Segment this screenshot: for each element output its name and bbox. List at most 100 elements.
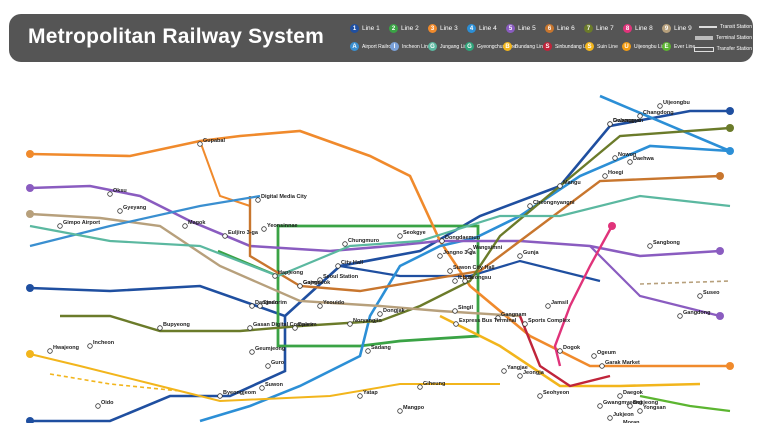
transfer-station-marker[interactable] [607,415,613,421]
line-6-terminal-badge [716,172,724,180]
transfer-station-marker[interactable] [617,393,623,399]
transfer-station-marker[interactable] [637,408,643,414]
transfer-station-marker[interactable] [87,343,93,349]
transfer-station-marker[interactable] [317,277,323,283]
transfer-station-marker[interactable] [222,233,228,239]
transfer-station-marker[interactable] [397,233,403,239]
transfer-station-marker[interactable] [365,348,371,354]
transfer-station-marker[interactable] [527,203,533,209]
transfer-station-marker[interactable] [495,315,501,321]
transfer-station-marker[interactable] [517,373,523,379]
transfer-station-marker[interactable] [157,325,163,331]
transfer-station-marker[interactable] [107,191,113,197]
station-label: Express Bus Terminal [459,318,517,324]
station-label: Yatap [363,390,378,396]
line-badge-icon: I [390,42,399,51]
line-legend-label: Jungang Line [440,43,471,50]
station-label: Wangsimni [473,245,503,251]
transfer-station-marker[interactable] [217,393,223,399]
transfer-station-marker[interactable] [335,263,341,269]
transfer-station-marker[interactable] [522,321,528,327]
transfer-station-marker[interactable] [602,173,608,179]
transfer-station-marker[interactable] [517,253,523,259]
line-badge-icon: A [350,42,359,51]
transfer-station-marker[interactable] [557,348,563,354]
transfer-station-marker[interactable] [297,283,303,289]
transfer-station-marker[interactable] [452,278,458,284]
line-legend-label: Line 5 [518,25,536,32]
transfer-station-marker[interactable] [47,348,53,354]
transfer-station-marker[interactable] [117,208,123,214]
transfer-station-marker[interactable] [397,408,403,414]
transfer-station-marker[interactable] [292,325,298,331]
transfer-station-marker[interactable] [657,103,663,109]
transfer-station-marker[interactable] [627,403,633,409]
line-legend-label: Airport Railroad [362,43,397,50]
transfer-station-marker[interactable] [637,113,643,119]
transfer-station-marker[interactable] [545,303,551,309]
transfer-station-marker[interactable] [599,363,605,369]
transfer-station-marker[interactable] [261,226,267,232]
transfer-station-marker[interactable] [437,253,443,259]
transfer-station-marker[interactable] [612,155,618,161]
transfer-station-marker[interactable] [377,311,383,317]
transfer-station-marker[interactable] [501,368,507,374]
line-legend-label: Bundang Line [515,43,546,50]
transfer-station-marker[interactable] [697,293,703,299]
transfer-station-marker[interactable] [317,303,323,309]
transfer-station-marker[interactable] [249,303,255,309]
line-badge-icon: S [585,42,594,51]
line-legend-label: Line 7 [596,25,614,32]
transfer-station-marker[interactable] [247,325,253,331]
station-label: Hwajeong [53,345,79,351]
transfer-stations: DobongsanNowonChangdongUijeongbuDaehwaDi… [47,100,720,423]
transfer-station-marker[interactable] [182,223,188,229]
transfer-station-marker[interactable] [591,353,597,359]
transfer-station-marker[interactable] [647,243,653,249]
transfer-station-marker[interactable] [417,384,423,390]
transfer-station-marker[interactable] [677,313,683,319]
transfer-station-marker[interactable] [265,363,271,369]
transfer-station-marker[interactable] [259,385,265,391]
transfer-station-marker[interactable] [357,393,363,399]
transfer-station-marker[interactable] [557,183,563,189]
transfer-station-marker[interactable] [439,238,445,244]
transfer-station-marker[interactable] [627,159,633,165]
transfer-station-marker[interactable] [57,223,63,229]
transfer-station-marker[interactable] [467,248,473,254]
transfer-station-marker[interactable] [342,241,348,247]
line-3-route-west [199,140,251,207]
line-3-route [29,129,730,368]
transfer-station-marker[interactable] [597,403,603,409]
transfer-station-marker[interactable] [537,393,543,399]
station-label: Sadang [371,345,391,351]
transfer-station-marker[interactable] [95,403,101,409]
station-label: Seohyeon [543,390,570,396]
transfer-station-marker[interactable] [447,268,453,274]
transfer-station-marker[interactable] [257,303,263,309]
station-label: Sports Complex [528,318,571,324]
transfer-station-marker[interactable] [197,141,203,147]
line-5-branch-terminal-badge [716,312,724,320]
line-legend-label: Line 1 [362,25,380,32]
station-label: Daerim [298,322,317,328]
station-label: Noryangjin [353,318,382,324]
sinbundang-line-route [518,315,611,388]
transfer-station-marker[interactable] [347,321,353,327]
station-label: Jeongja [523,370,545,376]
transfer-station-marker[interactable] [452,308,458,314]
transfer-station-marker[interactable] [453,321,459,327]
line-3-terminal-badge-east [726,362,734,370]
transfer-station-marker[interactable] [249,349,255,355]
transfer-station-marker[interactable] [607,121,613,127]
transfer-station-marker[interactable] [462,278,468,284]
station-label: Gunja [523,250,540,256]
terminal-station-icon [695,36,714,40]
station-label: Gongdeok [303,280,331,286]
transfer-station-marker[interactable] [255,197,261,203]
transfer-station-marker[interactable] [272,273,278,279]
